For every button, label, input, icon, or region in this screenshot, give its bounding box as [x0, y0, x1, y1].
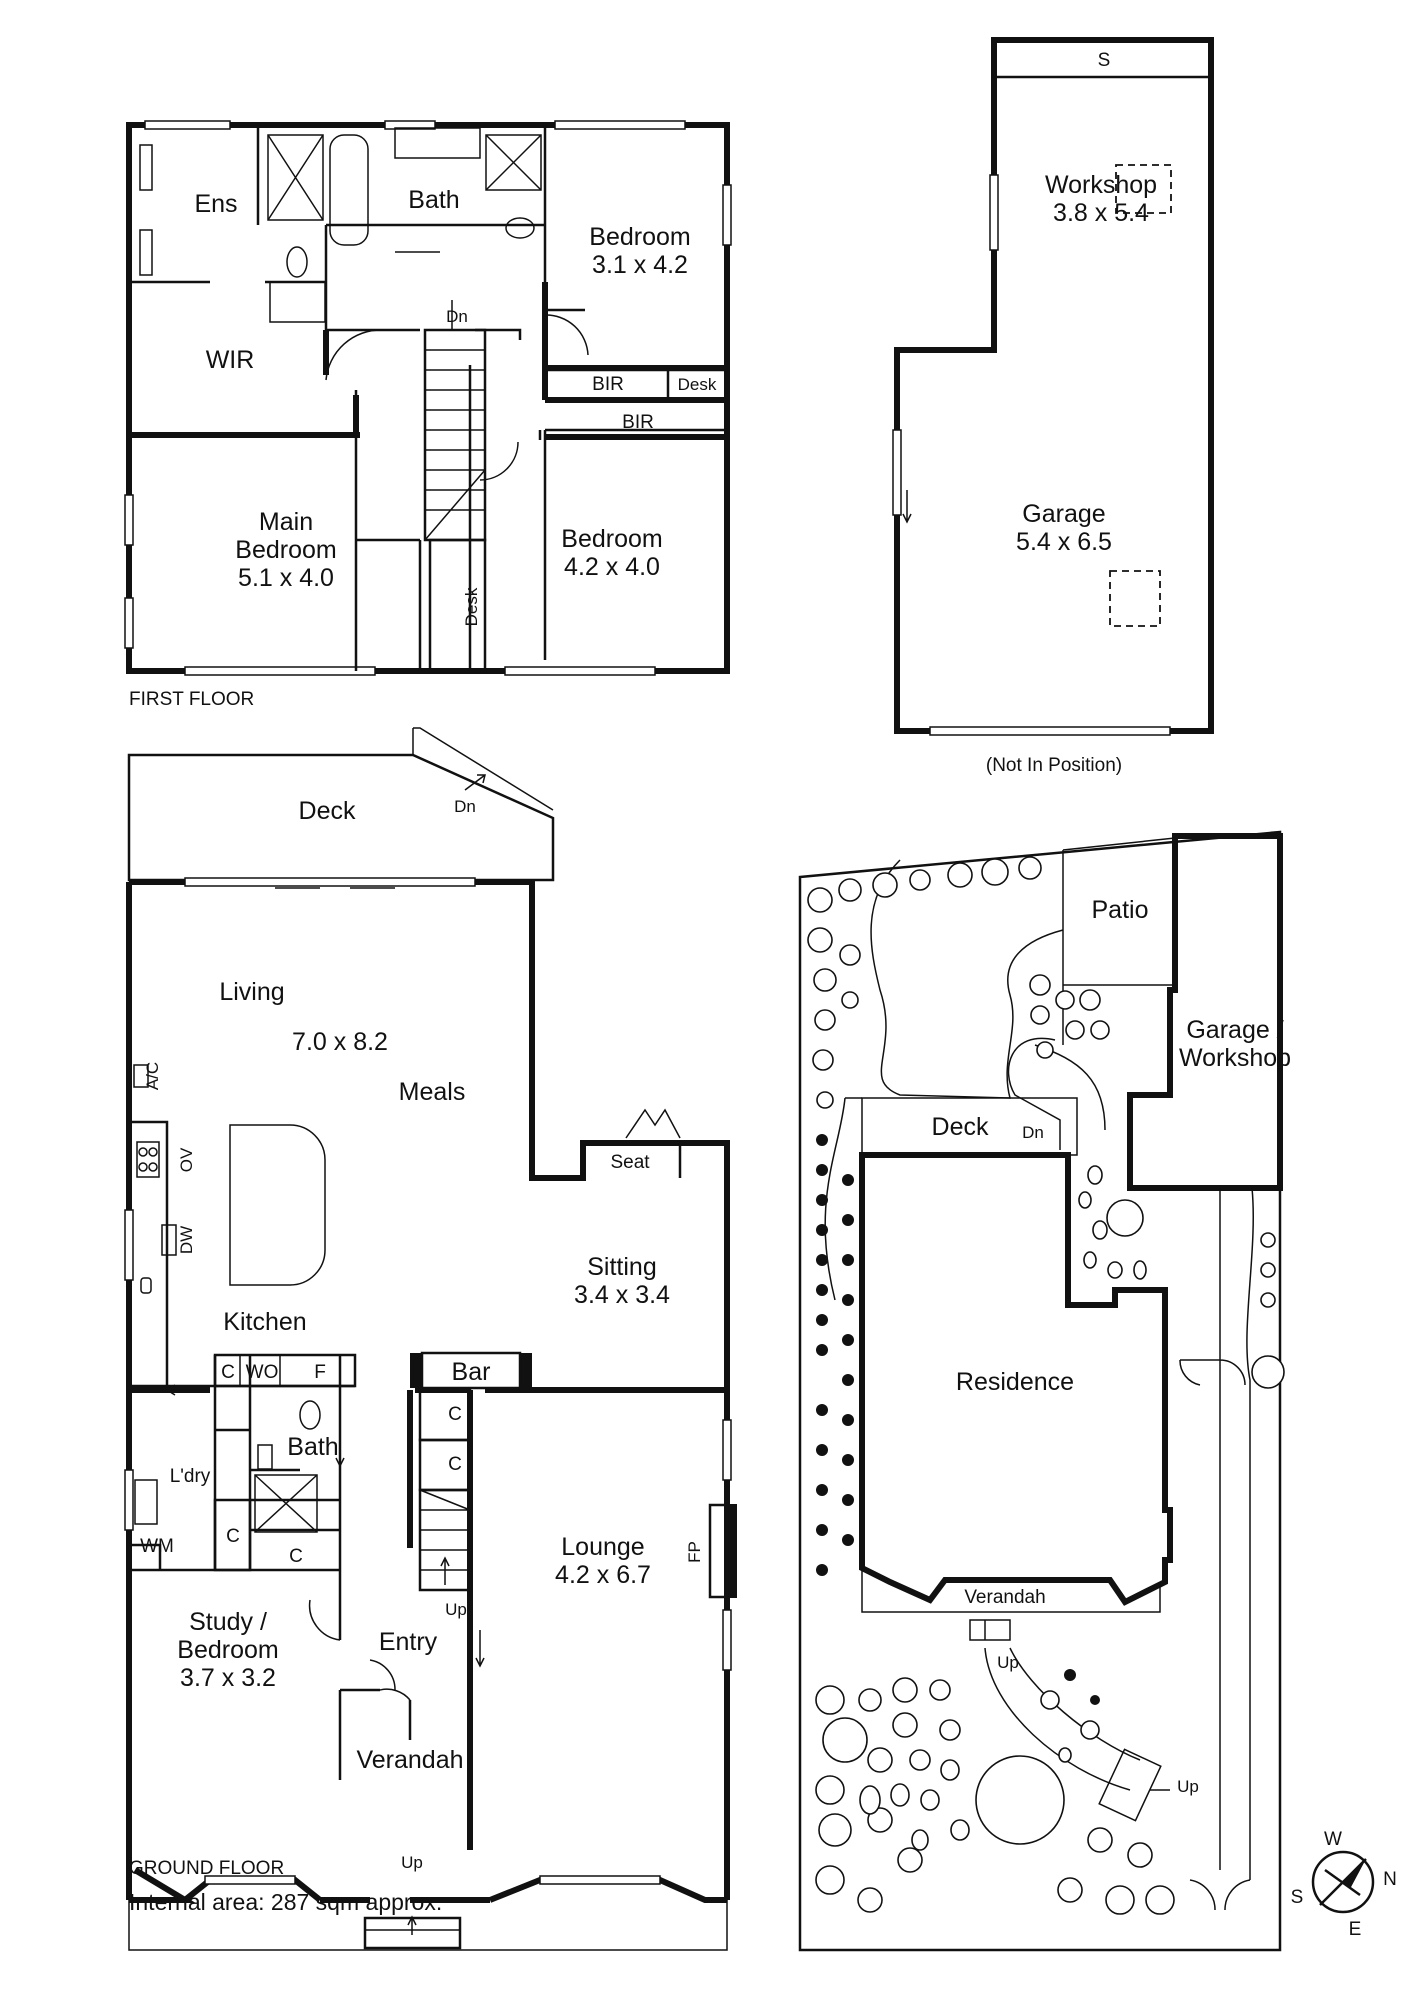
gf-c2-label: C: [448, 1404, 462, 1425]
gf-living-label: Living: [219, 978, 284, 1006]
gf-ac-label: A/C: [143, 1062, 162, 1090]
ff-bath-label: Bath: [408, 186, 459, 214]
first-floor-caption: FIRST FLOOR: [129, 689, 254, 710]
gf-kitchen-label: Kitchen: [223, 1308, 306, 1336]
site-verandah-label: Verandah: [964, 1587, 1045, 1608]
gf-living-dim-label: 7.0 x 8.2: [292, 1028, 388, 1056]
gf-dishwasher-label: DW: [177, 1226, 196, 1254]
site-up-label-2: Up: [1177, 1777, 1199, 1796]
internal-area-note: Internal area: 287 sqm approx.: [129, 1889, 442, 1915]
gf-entry-label: Entry: [379, 1628, 438, 1656]
gf-c3-label: C: [448, 1454, 462, 1475]
ff-bir-label-1: BIR: [592, 374, 624, 395]
gf-deck-label: Deck: [299, 797, 356, 825]
compass-s: S: [1291, 1887, 1304, 1908]
gf-fridge-label: F: [314, 1362, 326, 1383]
gf-fireplace-label: FP: [685, 1541, 704, 1563]
gf-wo-label: WO: [246, 1362, 279, 1383]
compass-n: N: [1383, 1869, 1397, 1890]
outbuilding-shelf-label: S: [1098, 50, 1111, 71]
compass-w: W: [1324, 1829, 1342, 1850]
gf-bath-label: Bath: [287, 1433, 338, 1461]
site-plan: Patio Garage /Workshop Deck Dn Residence…: [798, 830, 1397, 1952]
garden-stones: [859, 1165, 1147, 1851]
gf-stair-up-label: Up: [445, 1600, 467, 1619]
ff-desk-label-1: Desk: [678, 375, 717, 394]
ground-floor-caption: GROUND FLOOR: [129, 1858, 284, 1879]
gf-wm-label: WM: [140, 1536, 174, 1557]
ff-bir-label-2: BIR: [622, 412, 654, 433]
compass-rose: W N S E: [1291, 1829, 1397, 1940]
site-garage-label: Garage /Workshop: [1179, 1016, 1291, 1072]
site-patio-label: Patio: [1092, 896, 1149, 924]
gf-verandah-up-label: Up: [401, 1853, 423, 1872]
ff-desk-label-2: Desk: [462, 587, 481, 626]
gf-verandah-label: Verandah: [356, 1746, 463, 1774]
site-deck-label: Deck: [932, 1113, 989, 1141]
site-up-label-1: Up: [997, 1653, 1019, 1672]
not-in-position-note: (Not In Position): [986, 755, 1122, 776]
site-deck-dn-label: Dn: [1022, 1123, 1044, 1142]
gf-c1-label: C: [221, 1362, 235, 1383]
gf-oven-label: OV: [177, 1147, 196, 1172]
ff-wir-label: WIR: [206, 346, 255, 374]
gf-meals-label: Meals: [399, 1078, 466, 1106]
gf-c5-label: C: [289, 1546, 303, 1567]
gf-bar-label: Bar: [452, 1358, 491, 1386]
site-residence-label: Residence: [956, 1368, 1074, 1396]
gf-seat-label: Seat: [610, 1152, 650, 1173]
gf-deck-dn-label: Dn: [454, 797, 476, 816]
ff-stair-dn-label: Dn: [446, 307, 468, 326]
gf-c4-label: C: [226, 1526, 240, 1547]
compass-e: E: [1349, 1919, 1362, 1940]
ff-ens-label: Ens: [194, 190, 237, 218]
ground-floor: Deck Dn Living 7.0 x 8.2 Meals Seat Sitt…: [124, 727, 737, 1951]
garden-trees: [807, 856, 1285, 1915]
gf-laundry-label: L'dry: [170, 1466, 211, 1487]
